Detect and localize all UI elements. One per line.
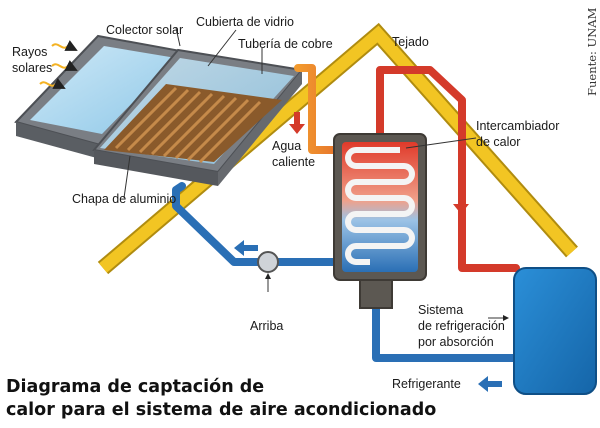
label-tejado: Tejado [392, 35, 429, 49]
page-title: Diagrama de captación de calor para el s… [6, 377, 436, 420]
label-chapa: Chapa de aluminio [72, 192, 176, 206]
label-arriba: Arriba [250, 319, 283, 333]
serpentine-coil [345, 147, 415, 265]
cold-pipe [172, 182, 520, 362]
source-credit: Fuente: UNAM [585, 7, 599, 96]
leader-lines [123, 27, 509, 321]
label-intercambiador-1: Intercambiador [476, 119, 559, 133]
label-sistema-3: por absorción [418, 335, 494, 349]
label-agua-2: caliente [272, 155, 315, 169]
label-cubierta: Cubierta de vidrio [196, 15, 294, 29]
pump-icon [257, 251, 279, 273]
heat-exchanger-tank [333, 133, 427, 309]
label-rayos-2: solares [12, 61, 52, 75]
label-sistema-1: Sistema [418, 303, 463, 317]
label-rayos-1: Rayos [12, 45, 47, 59]
label-tuberia: Tubería de cobre [238, 37, 333, 51]
roof [97, 22, 578, 275]
diagram-labels: Rayos solares Colector solar Cubierta de… [12, 15, 559, 391]
title-line-2: calor para el sistema de aire acondicion… [6, 400, 436, 420]
label-agua-1: Agua [272, 139, 301, 153]
title-line-1: Diagrama de captación de [6, 377, 264, 397]
label-sistema-2: de refrigeración [418, 319, 505, 333]
absorption-cooling-unit [513, 267, 597, 395]
flow-arrow-icons [234, 112, 502, 392]
label-intercambiador-2: de calor [476, 135, 520, 149]
sun-rays [39, 40, 78, 89]
copper-tubing [114, 86, 262, 164]
label-colector: Colector solar [106, 23, 183, 37]
label-refrigerante: Refrigerante [392, 377, 461, 391]
